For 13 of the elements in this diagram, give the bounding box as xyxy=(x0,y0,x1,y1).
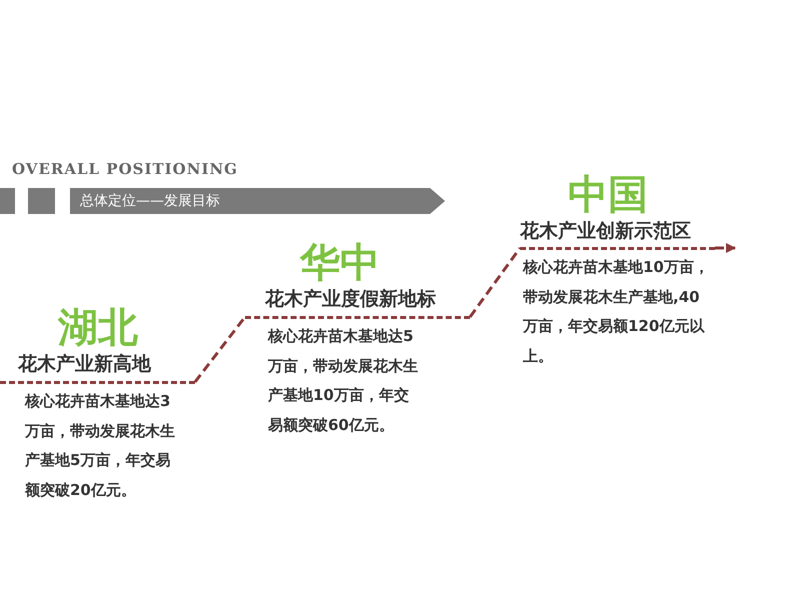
description-text: 核心花卉苗木基地达3万亩，带动发展花木生产基地5万亩，年交易额突破20亿元。 xyxy=(25,391,175,500)
dashed-arrow xyxy=(715,243,736,253)
description-text: 核心花卉苗木基地10万亩，带动发展花木生产基地,40万亩，年交易额120亿元以上。 xyxy=(523,257,710,366)
subtitle: 花木产业度假新地标 xyxy=(265,287,436,312)
description-text: 核心花卉苗木基地达5万亩，带动发展花木生产基地10万亩，年交易额突破60亿元。 xyxy=(268,326,419,436)
region-heading: 湖北 xyxy=(58,305,139,351)
region-heading: 中国 xyxy=(568,172,649,218)
subtitle: 花木产业创新示范区 xyxy=(520,219,691,244)
dashed-connector xyxy=(194,316,246,383)
section-title: OVERALL POSITIONING xyxy=(12,160,238,178)
dashed-connector xyxy=(468,247,522,318)
subtitle: 花木产业新高地 xyxy=(18,352,151,377)
region-heading: 华中 xyxy=(300,240,381,286)
